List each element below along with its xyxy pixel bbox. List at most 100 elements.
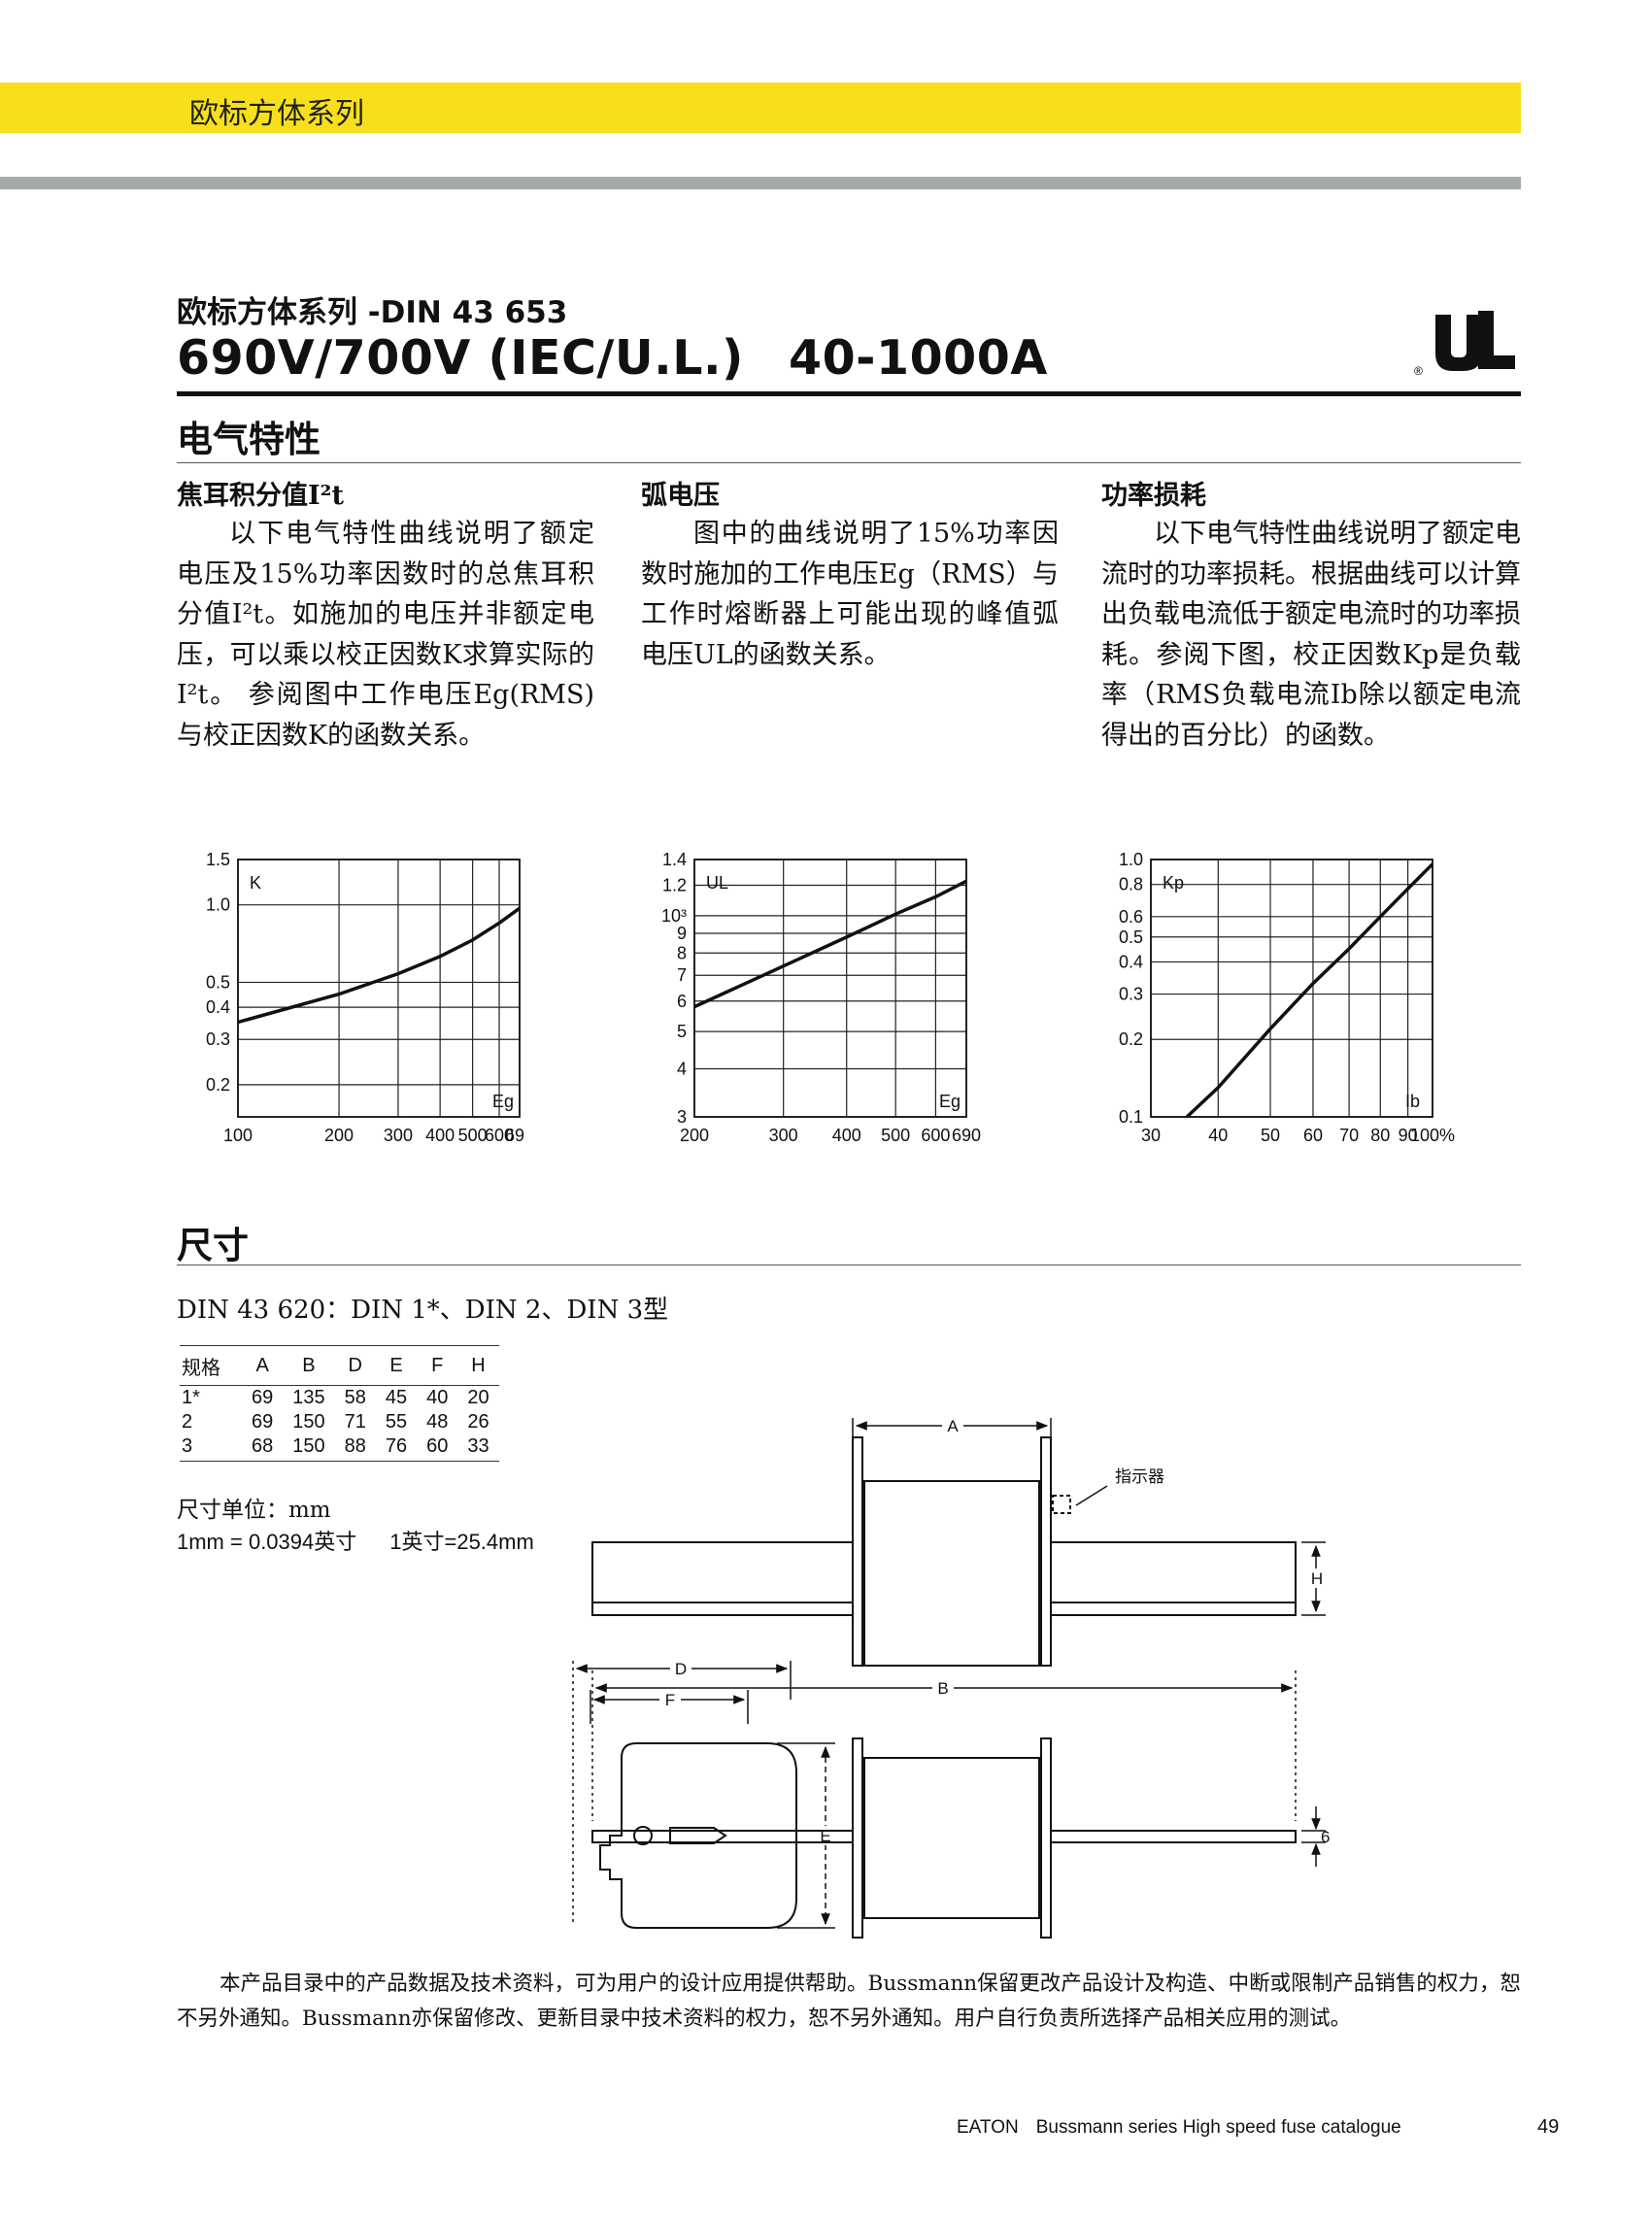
end-plate-left-bottom bbox=[852, 1737, 863, 1939]
y-tick-label: 0.6 bbox=[1119, 907, 1143, 927]
y-tick-label: 0.2 bbox=[206, 1075, 230, 1095]
table-header: D bbox=[334, 1345, 376, 1386]
table-row: 1* 69 135 58 45 40 20 bbox=[180, 1386, 499, 1411]
fuse-body-bottom bbox=[863, 1757, 1040, 1919]
unit-conversion: 1mm = 0.0394英寸 1英寸=25.4mm bbox=[177, 1525, 534, 1556]
y-tick-label: 0.4 bbox=[206, 997, 230, 1017]
y-tick-label: 6 bbox=[677, 992, 687, 1011]
plot-frame bbox=[237, 859, 521, 1118]
table-cell: 68 bbox=[242, 1434, 284, 1462]
title-voltage: 690V/700V (IEC/U.L.) bbox=[177, 330, 744, 386]
y-tick-label: 4 bbox=[677, 1060, 687, 1079]
page-number: 49 bbox=[1537, 2116, 1560, 2138]
x-tick-label: 30 bbox=[1141, 1126, 1161, 1145]
column-heading-arc-voltage: 弧电压 bbox=[641, 481, 720, 511]
conversion-mm: 1mm = 0.0394英寸 bbox=[177, 1530, 357, 1554]
table-cell: 40 bbox=[426, 1387, 449, 1408]
x-tick-label: 400 bbox=[425, 1126, 455, 1145]
blade-tip bbox=[669, 1827, 727, 1844]
svg-text:®: ® bbox=[1414, 364, 1423, 377]
x-tick-label: 60 bbox=[1303, 1126, 1323, 1145]
section-heading-dimensions: 尺寸 bbox=[177, 1225, 249, 1266]
title-current: 40-1000A bbox=[788, 330, 1048, 386]
y-tick-label: 1.0 bbox=[1119, 850, 1143, 869]
table-cell: 69 bbox=[252, 1411, 274, 1433]
table-cell: 150 bbox=[292, 1411, 325, 1433]
y-tick-label: 0.5 bbox=[1119, 928, 1143, 947]
table-cell: 135 bbox=[292, 1387, 325, 1408]
column-text-power-loss: 以下电气特性曲线说明了额定电流时的功率损耗。根据曲线可以计算出负载电流低于额定电… bbox=[1101, 519, 1521, 751]
table-header: F bbox=[417, 1345, 458, 1386]
end-plate-right bbox=[1040, 1436, 1052, 1667]
table-cell: 3 bbox=[180, 1434, 242, 1462]
x-tick-label: 70 bbox=[1339, 1126, 1359, 1145]
table-row: 2 69 150 71 55 48 26 bbox=[180, 1410, 499, 1434]
dim-label-six: 6 bbox=[1321, 1828, 1330, 1846]
series-line bbox=[693, 879, 967, 1009]
table-row: 3 68 150 88 76 60 33 bbox=[180, 1434, 499, 1462]
plot-frame bbox=[693, 859, 967, 1118]
x-tick-label: 200 bbox=[324, 1126, 354, 1145]
blade-left bbox=[591, 1541, 854, 1616]
dim-label-f: F bbox=[665, 1691, 675, 1709]
series-line bbox=[237, 906, 522, 1025]
ul-logo-icon: ® bbox=[1414, 311, 1515, 377]
fuse-dimension-drawing: A 指示器 H D F E B 6 bbox=[572, 1415, 1330, 1939]
y-tick-label: 1.0 bbox=[206, 895, 230, 915]
dimension-table: 规格 A B D E F H 1* 69 135 58 45 40 20 2 6… bbox=[180, 1345, 499, 1462]
conversion-inch: 1英寸=25.4mm bbox=[389, 1530, 534, 1554]
fuse-side-outline bbox=[599, 1742, 797, 1929]
x-axis-label: Eg bbox=[939, 1092, 961, 1111]
column-text-i2t: 以下电气特性曲线说明了额定电压及15%功率因数时的总焦耳积分值I²t。如施加的电… bbox=[177, 519, 594, 751]
y-tick-label: 5 bbox=[677, 1022, 687, 1041]
table-cell: 20 bbox=[467, 1387, 489, 1408]
x-tick-label: 100% bbox=[1410, 1126, 1455, 1145]
table-cell: 45 bbox=[385, 1387, 408, 1408]
unit-label: 尺寸单位：mm bbox=[177, 1498, 331, 1523]
blade-right bbox=[1050, 1541, 1297, 1616]
x-tick-label: 500 bbox=[881, 1126, 910, 1145]
series-line bbox=[1185, 862, 1434, 1119]
y-tick-label: 1.2 bbox=[662, 876, 687, 895]
x-tick-label: 300 bbox=[769, 1126, 798, 1145]
footer-brand: EATON bbox=[957, 2117, 1019, 2138]
header-band-text: 欧标方体系列 bbox=[189, 97, 364, 131]
table-cell: 69 bbox=[252, 1387, 274, 1408]
din-standard-line: DIN 43 620：DIN 1*、DIN 2、DIN 3型 bbox=[177, 1296, 669, 1325]
x-tick-label: 400 bbox=[832, 1126, 861, 1145]
indicator-label: 指示器 bbox=[1115, 1467, 1164, 1486]
fixing-hole bbox=[633, 1826, 653, 1845]
column-heading-power-loss: 功率损耗 bbox=[1101, 481, 1206, 511]
chart-k-factor: 1002003004005006006901.51.00.50.40.30.2K… bbox=[206, 850, 524, 1145]
x-tick-label: 690 bbox=[505, 1126, 524, 1145]
column-text-arc-voltage: 图中的曲线说明了15%功率因数时施加的工作电压Eg（RMS）与工作时熔断器上可能… bbox=[641, 519, 1059, 670]
x-axis-label: Eg bbox=[492, 1092, 514, 1111]
header-divider-bar bbox=[0, 177, 1521, 189]
table-header: E bbox=[375, 1345, 418, 1386]
plot-frame bbox=[1150, 859, 1433, 1118]
y-tick-label: 0.8 bbox=[1119, 875, 1143, 894]
section-heading-electrical: 电气特性 bbox=[177, 419, 320, 460]
table-header: A bbox=[242, 1345, 284, 1386]
y-tick-label: 7 bbox=[677, 965, 687, 985]
table-cell: 71 bbox=[344, 1411, 366, 1433]
y-tick-label: 3 bbox=[677, 1107, 687, 1127]
x-tick-label: 600 bbox=[485, 1126, 514, 1145]
blade-right-bottom bbox=[1050, 1830, 1297, 1843]
page-subtitle: 欧标方体系列 -DIN 43 653 bbox=[177, 295, 568, 330]
section-rule bbox=[177, 462, 1521, 463]
x-tick-label: 600 bbox=[921, 1126, 950, 1145]
table-cell: 150 bbox=[283, 1434, 335, 1462]
page-title: 690V/700V (IEC/U.L.) 40-1000A bbox=[177, 330, 1048, 386]
header-band bbox=[0, 83, 1521, 133]
table-cell: 2 bbox=[182, 1411, 193, 1433]
table-cell: 26 bbox=[467, 1411, 489, 1433]
end-plate-left bbox=[852, 1436, 863, 1667]
table-cell: 55 bbox=[385, 1411, 408, 1433]
y-axis-label: Kp bbox=[1163, 873, 1184, 893]
table-header: 规格 bbox=[180, 1345, 242, 1386]
y-tick-label: 10³ bbox=[661, 906, 687, 926]
